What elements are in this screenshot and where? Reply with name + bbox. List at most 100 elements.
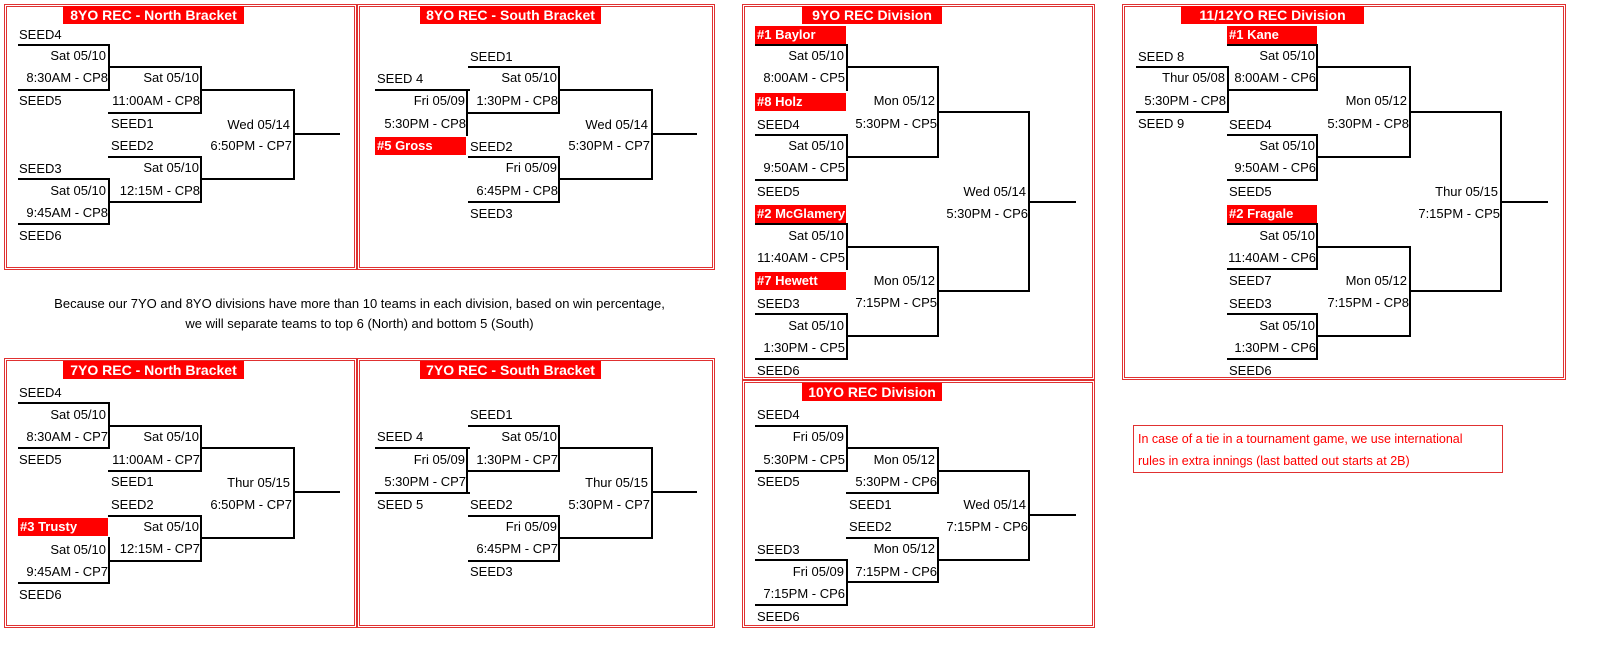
seed-label: SEED2: [470, 497, 513, 512]
final-date: Wed 05/14: [585, 117, 648, 132]
bracket-line: [558, 447, 653, 449]
game-time: 11:00AM - CP7: [112, 452, 200, 467]
bracket-line: [937, 290, 1030, 292]
game-date: Fri 05/09: [505, 519, 557, 534]
game-time: 8:30AM - CP8: [26, 70, 108, 85]
seed-label: SEED7: [1229, 273, 1272, 288]
bracket-line: [755, 559, 848, 561]
bracket-line: [846, 581, 939, 583]
game-time: 5:30PM - CP5: [763, 452, 845, 467]
bracket-line: [18, 44, 110, 46]
game-date: Thur 05/08: [1162, 70, 1225, 85]
bracket-line: [755, 604, 848, 606]
bracket-line: [468, 66, 560, 68]
game-time: 11:40AM - CP6: [1228, 250, 1316, 265]
team-tag: #2 Fragale: [1227, 205, 1317, 223]
game-date: Sat 05/10: [143, 70, 199, 85]
team-tag: #8 Holz: [755, 93, 846, 111]
seed-label: SEED4: [757, 407, 800, 422]
bracket-line: [651, 133, 697, 135]
bracket-line: [375, 89, 470, 91]
seed-label: SEED6: [19, 587, 62, 602]
bracket-line: [18, 178, 110, 180]
seed-label: SEED 8: [1138, 49, 1185, 64]
game-time: 1:30PM - CP7: [476, 452, 558, 467]
bracket-line: [1227, 223, 1318, 225]
game-time: 5:30PM - CP8: [384, 116, 466, 131]
game-time: 9:45AM - CP8: [26, 205, 108, 220]
seed-label: SEED1: [111, 116, 154, 131]
seed-label: SEED3: [757, 542, 800, 557]
team-tag: #5 Gross: [375, 137, 466, 155]
bracket-line: [755, 425, 848, 427]
tiebreak-rules-box: In case of a tie in a tournament game, w…: [1133, 425, 1503, 473]
bracket-line: [1227, 358, 1318, 360]
game-date: Sat 05/10: [788, 138, 844, 153]
seed-label: SEED3: [470, 206, 513, 221]
seed-label: SEED1: [111, 474, 154, 489]
bracket-line: [558, 89, 653, 91]
bracket-line: [846, 335, 939, 337]
game-time: 7:15PM - CP6: [763, 586, 845, 601]
seed-label: SEED5: [757, 184, 800, 199]
bracket-line: [755, 134, 848, 136]
bracket-line: [200, 178, 295, 180]
team-tag: #3 Trusty: [18, 518, 108, 536]
seed-label: SEED4: [1229, 117, 1272, 132]
game-date: Mon 05/12: [873, 273, 935, 288]
bracket-line: [1227, 179, 1318, 181]
panel-7yo-south: [357, 358, 715, 628]
bracket-line: [1227, 313, 1318, 315]
bracket-line: [18, 582, 110, 584]
game-time: 11:00AM - CP8: [112, 93, 200, 108]
game-date: Fri 05/09: [792, 564, 844, 579]
game-date: Fri 05/09: [505, 160, 557, 175]
bracket-line: [1500, 201, 1548, 203]
team-tag: #2 McGlamery: [755, 205, 846, 223]
game-date: Mon 05/12: [873, 93, 935, 108]
bracket-line: [108, 470, 202, 472]
game-date: Sat 05/10: [50, 407, 106, 422]
bracket-line: [846, 313, 848, 360]
bracket-line: [468, 156, 560, 158]
bracket-line: [466, 89, 468, 136]
seed-label: SEED1: [470, 49, 513, 64]
bracket-line: [18, 223, 110, 225]
bracket-line: [293, 133, 340, 135]
panel-title: 8YO REC - South Bracket: [420, 6, 601, 24]
seed-label: SEED6: [757, 609, 800, 624]
bracket-line: [937, 111, 1030, 113]
bracket-line: [466, 447, 468, 494]
bracket-line: [1316, 156, 1411, 158]
game-date: Mon 05/12: [873, 541, 935, 556]
rules-line: In case of a tie in a tournament game, w…: [1138, 432, 1463, 446]
final-time: 5:30PM - CP6: [946, 206, 1028, 221]
bracket-line: [937, 537, 939, 561]
game-date: Sat 05/10: [501, 70, 557, 85]
seed-label: SEED6: [19, 228, 62, 243]
bracket-line: [846, 156, 939, 158]
game-time: 7:15PM - CP5: [855, 295, 937, 310]
game-time: 6:45PM - CP8: [476, 183, 558, 198]
bracket-line: [200, 447, 295, 449]
bracket-line: [1028, 201, 1076, 203]
seed-label: SEED2: [111, 138, 154, 153]
game-time: 11:40AM - CP5: [757, 250, 845, 265]
final-time: 6:50PM - CP7: [210, 138, 292, 153]
panel-10yo: [742, 380, 1095, 628]
seed-label: SEED3: [1229, 296, 1272, 311]
bracket-line: [846, 66, 939, 68]
seed-label: SEED6: [1229, 363, 1272, 378]
bracket-line: [558, 178, 653, 180]
bracket-line: [108, 560, 202, 562]
seed-label: SEED 9: [1138, 116, 1185, 131]
bracket-line: [755, 223, 848, 225]
bracket-line: [468, 515, 560, 517]
final-time: 5:30PM - CP7: [568, 138, 650, 153]
seed-label: SEED5: [1229, 184, 1272, 199]
bracket-line: [1316, 134, 1318, 181]
final-time: 5:30PM - CP7: [568, 497, 650, 512]
game-date: Sat 05/10: [50, 48, 106, 63]
bracket-line: [1316, 66, 1411, 68]
game-time: 9:50AM - CP6: [1234, 160, 1316, 175]
